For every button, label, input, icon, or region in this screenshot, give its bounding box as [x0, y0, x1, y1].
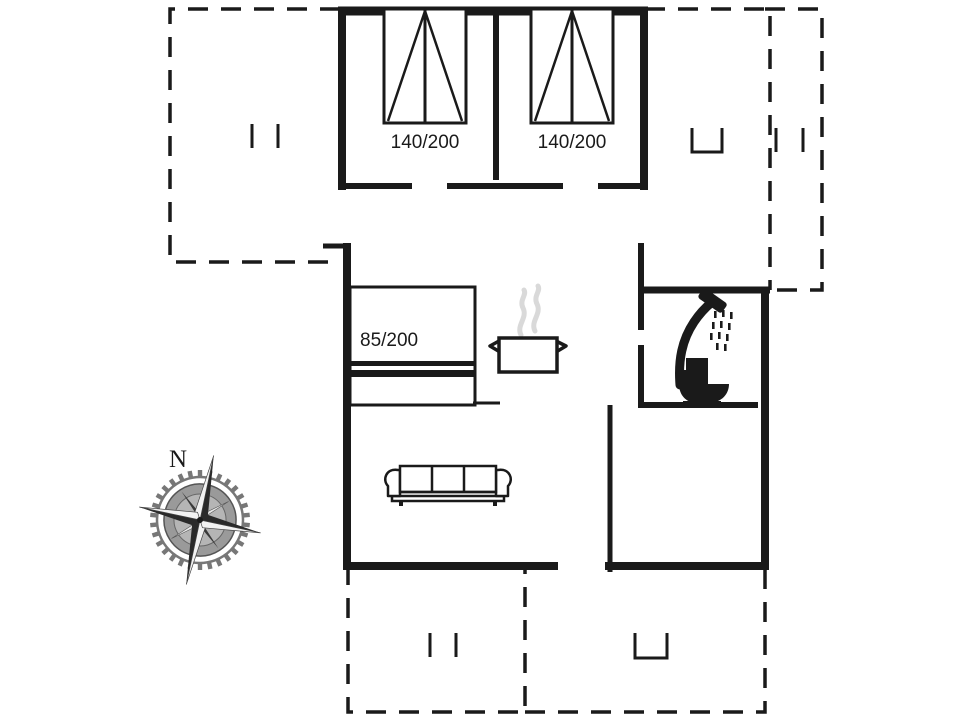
toilet-cistern: [686, 358, 708, 372]
spray-drop: [718, 332, 721, 339]
bunk-bed-size-label: 85/200: [360, 330, 418, 351]
pot-body: [497, 336, 559, 374]
shower-arm: [675, 297, 717, 390]
bunk-divider-upper: [350, 361, 475, 366]
steam-wisp-left: [517, 287, 528, 338]
steam-icon: [517, 283, 542, 338]
shower-spray: [710, 310, 733, 351]
sofa-arm-right: [494, 468, 512, 498]
cooking-pot-icon: [488, 283, 568, 374]
shower-head-body: [698, 288, 727, 313]
spray-drop: [720, 321, 723, 328]
spray-drop: [716, 343, 719, 350]
entry-step-top-right: [690, 128, 724, 154]
terrace-outlines: [168, 7, 824, 714]
shower-head: [698, 288, 727, 313]
bunk-divider-lower: [350, 370, 475, 377]
sofa-leg-right: [493, 500, 497, 506]
terrace-top-right-outline: [645, 7, 772, 290]
bed-left-size-label: 140/200: [391, 132, 460, 153]
sofa-base: [390, 494, 506, 503]
sofa-back: [398, 464, 498, 494]
spray-drop: [722, 310, 725, 317]
spray-drop: [724, 344, 727, 351]
toilet-pedestal: [693, 396, 711, 403]
double-bed-left: 140/200: [382, 7, 468, 153]
spray-drop: [712, 322, 715, 329]
spray-drop: [726, 334, 729, 341]
toilet-icon: [679, 358, 729, 405]
bed-duvet-line-right: [423, 10, 464, 122]
compass-center: [197, 517, 203, 523]
compass-points-cardinal: [139, 455, 261, 585]
pot-handle-right: [555, 339, 568, 354]
spray-drop: [714, 311, 717, 318]
toilet-foot: [683, 401, 721, 405]
spray-drop: [730, 312, 733, 319]
bunk-bed-icon: [348, 285, 477, 407]
sofa-icon: [384, 464, 512, 506]
double-bed-right: 140/200: [529, 7, 615, 153]
compass-dial: [139, 455, 261, 585]
toilet-tank: [679, 370, 708, 386]
sofa-leg-left: [399, 500, 403, 506]
terrace-rail-marks: [250, 124, 805, 657]
steam-wisp-right: [531, 283, 542, 334]
bunk-bed: 85/200: [348, 285, 500, 407]
bed-duvet-line-right: [570, 10, 611, 122]
bed-right-size-label: 140/200: [538, 132, 607, 153]
compass-rose-icon: N: [139, 446, 261, 585]
spray-drop: [728, 323, 731, 330]
entry-steps: [633, 128, 724, 660]
sofa-arm-left: [384, 468, 402, 498]
terrace-bottom-left-outline: [346, 565, 527, 714]
terrace-bottom-right-outline: [525, 565, 767, 714]
terrace-far-right-outline: [765, 7, 824, 292]
entry-step-bottom-right: [633, 633, 669, 660]
compass-north-label: N: [169, 446, 187, 473]
terrace-left-outline: [168, 7, 340, 264]
bed-duvet-line-left: [386, 10, 427, 122]
bed-duvet-line-left: [533, 10, 574, 122]
shower-icon: [675, 288, 733, 390]
spray-drop: [710, 333, 713, 340]
pot-handle-left: [488, 339, 501, 354]
